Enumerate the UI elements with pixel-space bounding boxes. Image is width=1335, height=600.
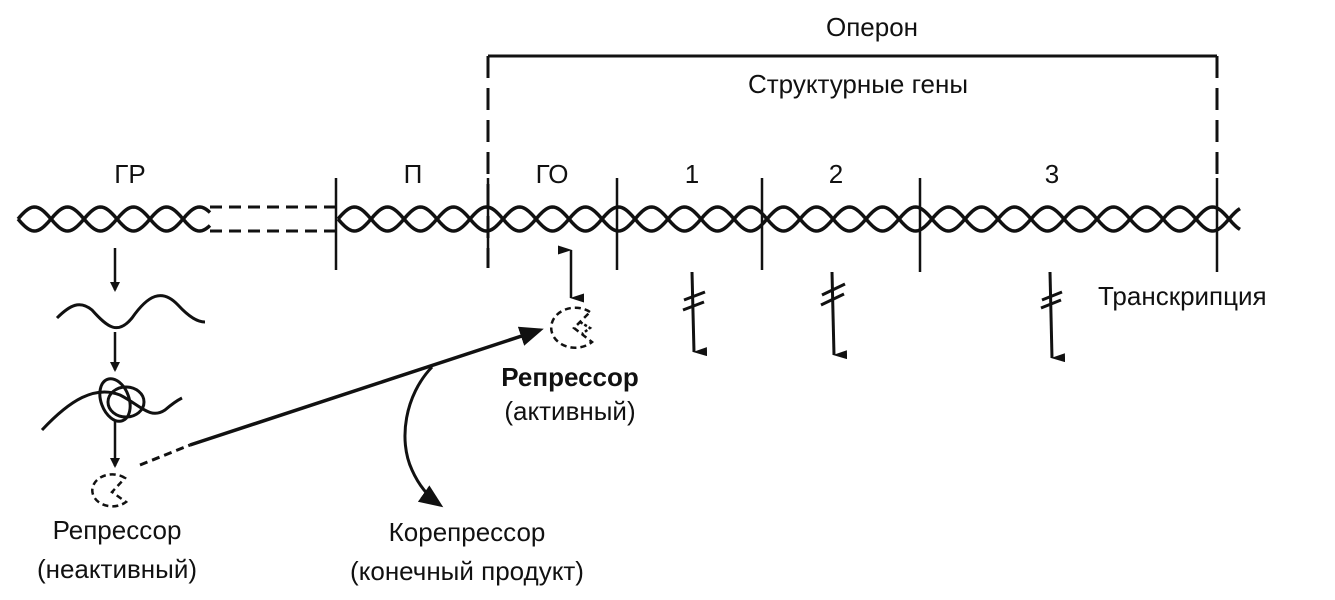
repressor-active-state-label: (активный) <box>504 396 635 426</box>
operator-gene-label: ГО <box>536 159 569 189</box>
promoter-label: П <box>404 159 423 189</box>
active-repressor-icon <box>549 306 595 349</box>
block-mark-icon <box>1041 290 1063 302</box>
regulator-gene-label: ГР <box>114 159 145 189</box>
polypeptide-tangle <box>40 377 183 432</box>
structural-genes-label: Структурные гены <box>748 69 968 99</box>
blocked-transcription-gene-2 <box>820 271 848 360</box>
inactive-repressor-icon <box>91 473 129 508</box>
corepressor-arrow <box>403 365 444 508</box>
gene-1-label: 1 <box>685 159 699 189</box>
activation-arrow <box>189 326 544 447</box>
repressor-inactive-state-label: (неактивный) <box>37 554 197 584</box>
dna-dashed-gap <box>210 205 338 233</box>
dna-helix <box>16 205 1241 233</box>
corepressor-note-label: (конечный продукт) <box>350 556 584 586</box>
block-mark-icon <box>683 290 706 302</box>
gene-boundaries <box>334 178 1219 272</box>
mrna-wave <box>55 294 206 330</box>
operon-label: Оперон <box>826 12 918 42</box>
repressor-active-label: Репрессор <box>501 362 639 392</box>
dna-strand <box>16 205 212 233</box>
gene-2-label: 2 <box>829 159 843 189</box>
corepressor-label: Корепрессор <box>389 517 546 547</box>
blocked-transcription-gene-1 <box>682 271 708 357</box>
gene-3-label: 3 <box>1045 159 1059 189</box>
activation-arrow-dashed <box>139 443 191 467</box>
blocked-transcription-gene-3 <box>1040 271 1066 363</box>
repressor-inactive-label: Репрессор <box>53 515 182 545</box>
transcription-label: Транскрипция <box>1098 281 1267 311</box>
block-mark-icon <box>821 282 846 297</box>
